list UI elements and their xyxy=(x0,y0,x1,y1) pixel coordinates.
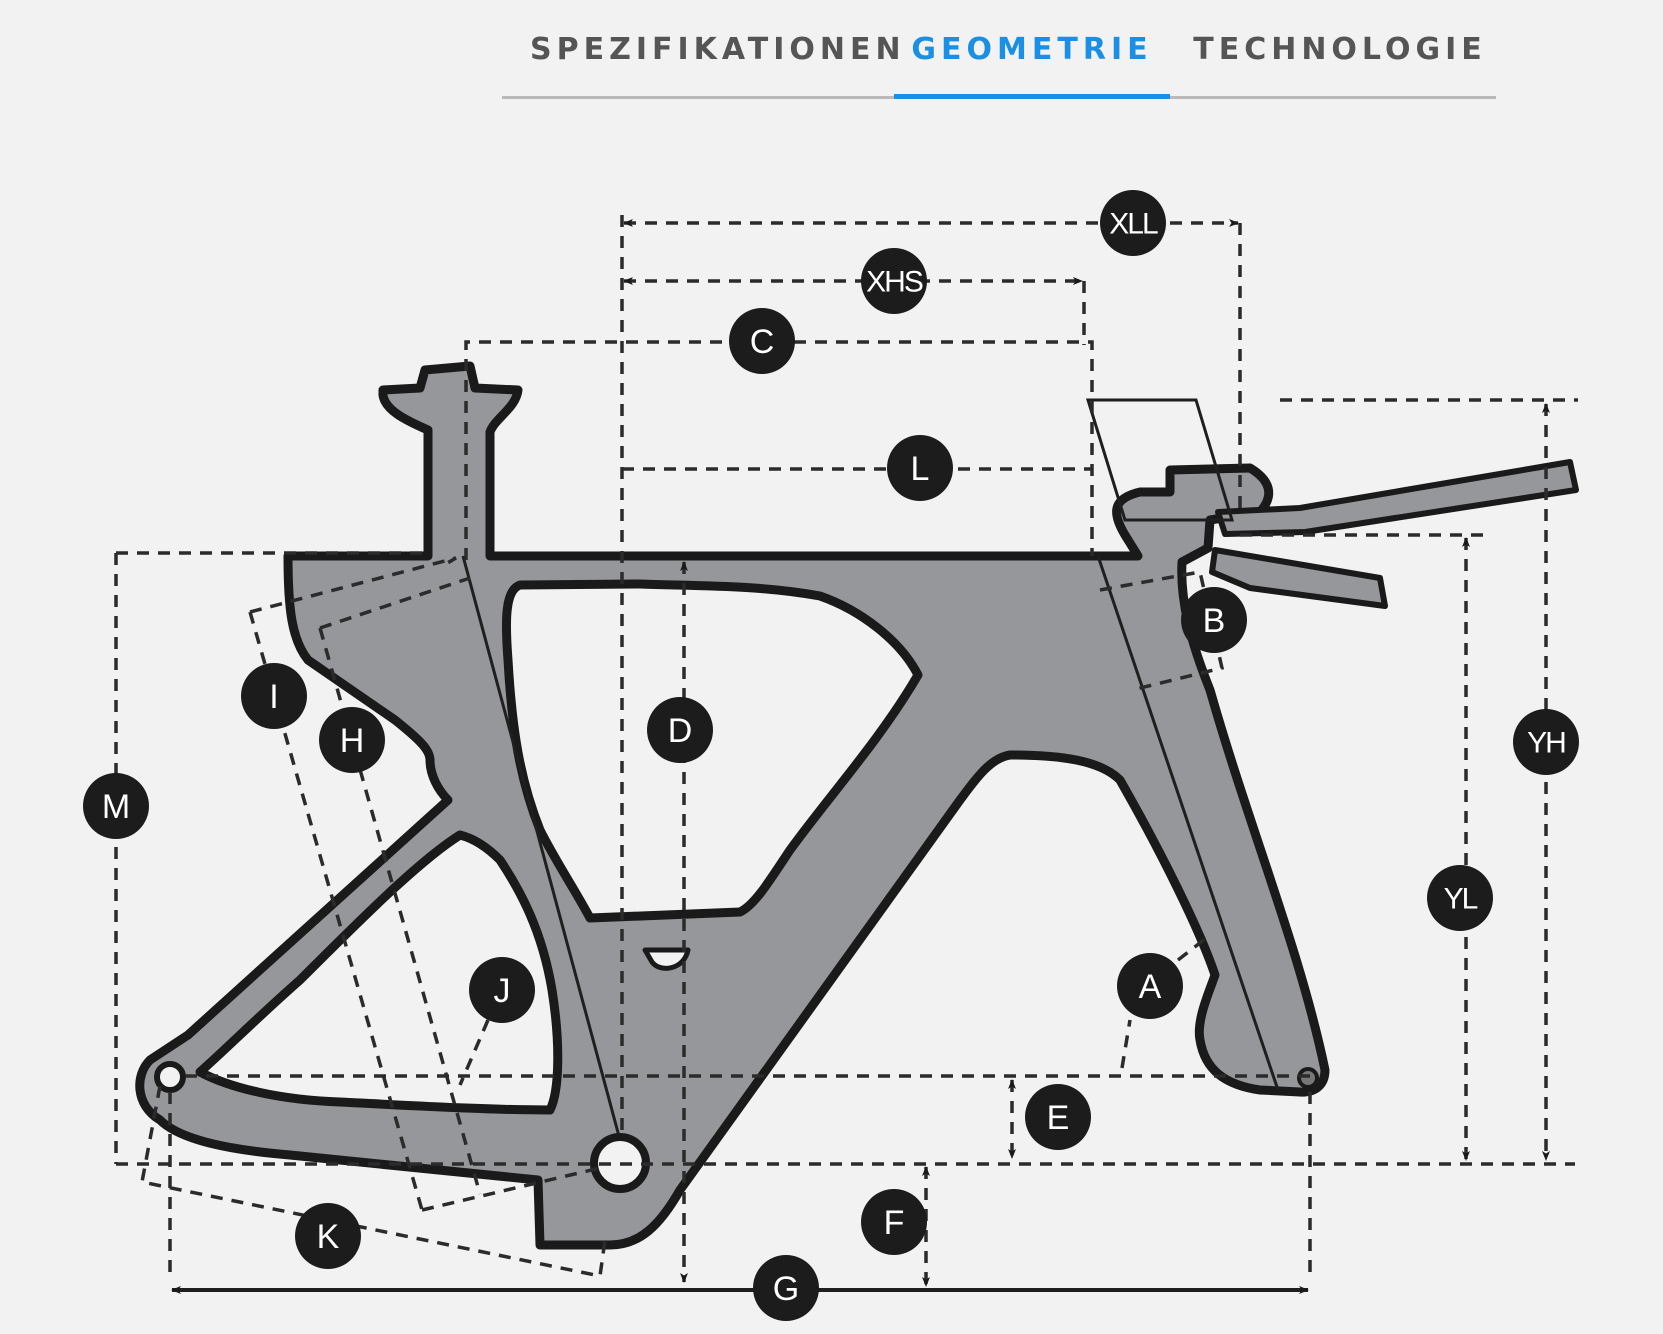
badge-i-label: I xyxy=(269,678,278,716)
badge-k: K xyxy=(295,1203,361,1269)
dimension-j-leader xyxy=(458,1019,490,1086)
dimension-h-bottom xyxy=(421,1166,601,1212)
active-tab-underline xyxy=(894,94,1170,99)
front-triangle-opening xyxy=(501,579,923,923)
badge-xhs-label: XHS xyxy=(866,266,923,299)
head-tube-line xyxy=(1096,555,1280,1091)
tab-geometrie[interactable]: GEOMETRIE xyxy=(894,32,1170,100)
badge-j: J xyxy=(469,957,535,1023)
tab-technologie[interactable]: TECHNOLOGIE xyxy=(1193,32,1487,67)
tab-geometrie-label: GEOMETRIE xyxy=(911,32,1153,67)
badge-g-label: G xyxy=(773,1270,799,1308)
badge-c: C xyxy=(729,308,795,374)
badge-yh-label: YH xyxy=(1527,727,1565,760)
badge-g: G xyxy=(753,1255,819,1321)
badge-i: I xyxy=(241,663,307,729)
front-axle xyxy=(1297,1067,1319,1089)
badge-h: H xyxy=(319,707,385,773)
badge-d: D xyxy=(647,697,713,763)
dimension-badges: XLL XHS C L B I H M xyxy=(83,190,1579,1321)
badge-e-label: E xyxy=(1047,1099,1070,1137)
badge-m: M xyxy=(83,773,149,839)
badge-xll: XLL xyxy=(1100,190,1166,256)
dimension-h-line xyxy=(318,627,482,1195)
dimension-k-line xyxy=(139,1085,607,1279)
badge-j-label: J xyxy=(494,972,511,1010)
badge-b: B xyxy=(1181,587,1247,653)
badge-e: E xyxy=(1025,1084,1091,1150)
dimension-a-leader-upper xyxy=(1176,933,1212,962)
badge-a-label: A xyxy=(1139,968,1162,1006)
tab-bar: SPEZIFIKATIONEN GEOMETRIE TECHNOLOGIE xyxy=(502,0,1496,100)
badge-d-label: D xyxy=(668,712,693,750)
badge-c-label: C xyxy=(750,323,775,361)
base-bar xyxy=(1209,547,1388,609)
badge-l-label: L xyxy=(911,450,930,488)
seat-tube-line xyxy=(461,555,622,1141)
badge-k-label: K xyxy=(317,1218,340,1256)
bike-frame xyxy=(135,361,1579,1250)
badge-h-label: H xyxy=(340,722,365,760)
rear-dropout xyxy=(154,1061,186,1093)
dimension-i-top xyxy=(249,556,457,614)
stem-outline xyxy=(1085,398,1235,522)
badge-yl: YL xyxy=(1427,865,1493,931)
badge-xll-label: XLL xyxy=(1109,208,1158,241)
badge-l: L xyxy=(887,435,953,501)
badge-yl-label: YL xyxy=(1444,883,1478,916)
badge-b-label: B xyxy=(1203,602,1226,640)
badge-yh: YH xyxy=(1513,709,1579,775)
badge-m-label: M xyxy=(102,788,130,826)
rear-triangle-opening xyxy=(195,830,563,1115)
aerobar-extension xyxy=(1215,459,1579,537)
dimension-h-top xyxy=(319,576,471,630)
tab-spezifikationen[interactable]: SPEZIFIKATIONEN xyxy=(530,32,906,67)
badge-a: A xyxy=(1117,953,1183,1019)
dimension-c-line xyxy=(464,340,1094,560)
dimension-a-leader xyxy=(1120,1019,1132,1069)
badge-f-label: F xyxy=(884,1204,905,1242)
badge-xhs: XHS xyxy=(861,248,927,314)
badge-f: F xyxy=(861,1189,927,1255)
